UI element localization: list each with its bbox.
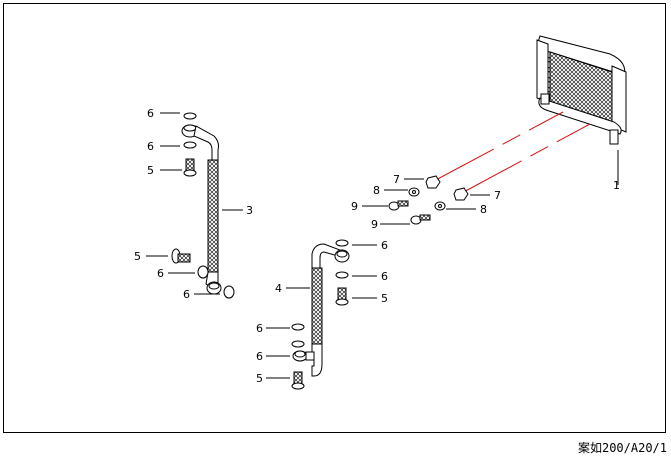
drawing-code: 案如200/A20/1 — [577, 441, 667, 455]
alignment-lines — [431, 111, 591, 195]
callout-7: 7 — [393, 173, 400, 186]
callout-6: 6 — [157, 267, 164, 280]
callout-4: 4 — [275, 282, 282, 295]
callout-9: 9 — [351, 200, 358, 213]
callout-6: 6 — [381, 239, 388, 252]
callout-6: 6 — [147, 107, 154, 120]
hose-4-fasteners — [291, 239, 349, 390]
callout-8: 8 — [373, 184, 380, 197]
callout-6: 6 — [183, 288, 190, 301]
callout-5: 5 — [134, 250, 141, 263]
callout-5: 5 — [147, 164, 154, 177]
fittings — [388, 175, 469, 225]
callout-1: 1 — [613, 179, 620, 192]
callout-9: 9 — [371, 218, 378, 231]
callout-6: 6 — [256, 322, 263, 335]
callout-5: 5 — [381, 292, 388, 305]
oil-cooler — [536, 35, 627, 145]
callout-8: 8 — [480, 203, 487, 216]
hose-3 — [181, 124, 222, 295]
callout-5: 5 — [256, 372, 263, 385]
leader-lines — [146, 112, 619, 379]
hose-4 — [292, 243, 350, 377]
callout-6: 6 — [381, 270, 388, 283]
callout-7: 7 — [494, 189, 501, 202]
diagram-frame — [3, 3, 666, 433]
callout-numbers: 1 6 6 5 3 5 6 6 4 6 6 5 6 6 5 7 8 9 9 7 … — [134, 107, 620, 385]
callout-6: 6 — [256, 350, 263, 363]
callout-3: 3 — [246, 204, 253, 217]
hose-3-fasteners — [171, 112, 235, 299]
callout-6: 6 — [147, 140, 154, 153]
